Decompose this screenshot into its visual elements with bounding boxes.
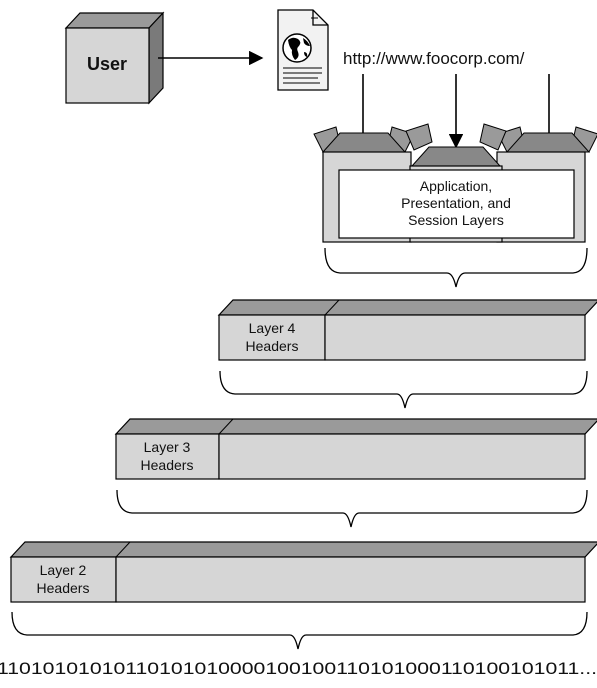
layer3-header-cell xyxy=(115,433,220,480)
layer2-label-line-2: Headers xyxy=(37,580,90,596)
layer4-segment: Layer 4 Headers xyxy=(217,299,597,361)
user-box: User xyxy=(64,11,165,105)
layer4-payload-cell xyxy=(324,314,586,361)
layer3-brace xyxy=(116,489,588,528)
document-fold xyxy=(312,10,328,26)
layer3-label-line-1: Layer 3 xyxy=(144,439,191,455)
application-layers-box xyxy=(338,169,575,239)
layer2-top xyxy=(9,541,597,558)
layer4-top xyxy=(217,299,597,316)
layer3-segment: Layer 3 Headers xyxy=(114,418,597,480)
layer2-label-line-1: Layer 2 xyxy=(40,562,87,578)
layer3-top xyxy=(114,418,597,435)
document-text-lines xyxy=(283,17,322,84)
layer4-header-cell xyxy=(218,314,326,361)
globe-icon xyxy=(282,33,312,63)
application-layers-line-2: Presentation, and xyxy=(401,195,511,211)
layer2-header-cell xyxy=(10,556,117,603)
url-label: http://www.foocorp.com/ xyxy=(343,49,525,68)
layer3-label-line-2: Headers xyxy=(141,457,194,473)
user-box-top xyxy=(64,12,165,29)
layer2-segment: Layer 2 Headers xyxy=(9,541,597,603)
bitstream-text: 1101010101011010101000010010011010100011… xyxy=(0,659,597,678)
layer2-payload-cell xyxy=(115,556,586,603)
user-label: User xyxy=(87,54,127,74)
layer3-payload-cell xyxy=(218,433,586,480)
layer4-label-line-1: Layer 4 xyxy=(249,320,296,336)
application-layers-brace xyxy=(324,247,588,288)
layer4-label-line-2: Headers xyxy=(246,338,299,354)
web-document xyxy=(277,9,329,91)
layer4-brace xyxy=(219,370,588,409)
user-box-front xyxy=(65,27,150,104)
layer2-brace xyxy=(11,611,588,650)
application-layers-line-1: Application, xyxy=(420,178,492,194)
application-layers-line-3: Session Layers xyxy=(408,212,504,228)
